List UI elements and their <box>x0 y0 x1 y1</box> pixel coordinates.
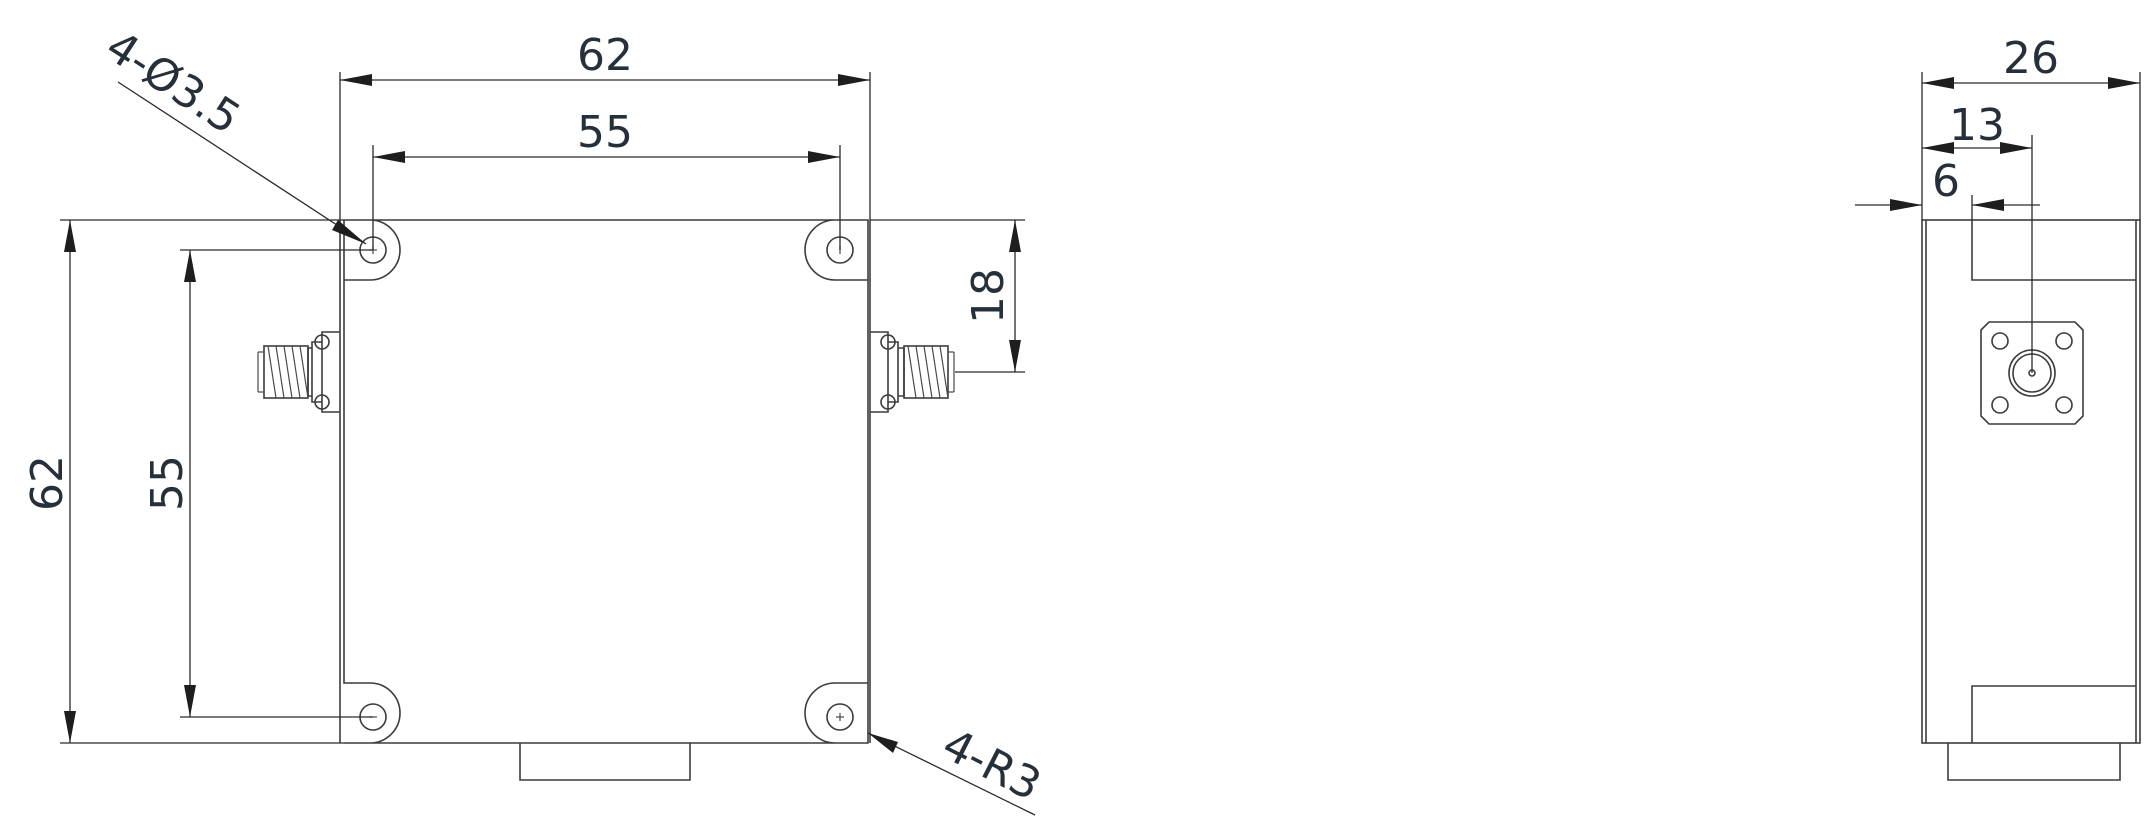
dim-overall-width <box>339 72 871 220</box>
dim-overall-depth <box>1921 72 2141 220</box>
front-view: 62 55 62 55 <box>22 21 1049 816</box>
dim-hole-spacing-width-label: 55 <box>577 107 633 158</box>
dim-connector-offset <box>870 219 1025 373</box>
right-sma-connector <box>870 331 955 413</box>
dim-hole-spacing-height-label: 55 <box>142 455 193 511</box>
front-base-tab <box>519 743 691 781</box>
dim-connector-center-label: 13 <box>1949 100 2005 151</box>
dim-overall-height-label: 62 <box>22 455 73 511</box>
corner-callout-label: 4-R3 <box>934 719 1048 811</box>
dim-connector-center <box>1922 135 2033 373</box>
dim-connector-offset-label: 18 <box>963 268 1014 324</box>
side-view: 26 13 6 <box>1855 33 2141 781</box>
dim-overall-depth-label: 26 <box>2003 33 2059 84</box>
dim-flange-offset-label: 6 <box>1932 156 1960 207</box>
dim-hole-spacing-width <box>372 145 841 250</box>
side-body-outline <box>1921 219 2141 744</box>
mounting-hole-bottom-right <box>826 703 854 731</box>
dim-hole-spacing-height <box>180 249 373 718</box>
side-base-tab <box>1947 743 2121 781</box>
dim-flange-offset <box>1855 195 2040 220</box>
side-sma-flange-connector <box>1980 321 2084 425</box>
leader-hole-callout <box>117 81 367 245</box>
front-body-outline <box>343 219 869 744</box>
left-sma-connector <box>257 331 340 413</box>
dim-overall-width-label: 62 <box>577 30 633 81</box>
leader-corner-callout <box>867 732 1036 816</box>
side-bottom-flange <box>1971 685 2136 743</box>
dim-overall-height <box>60 219 344 744</box>
side-top-flange <box>1971 220 2136 281</box>
